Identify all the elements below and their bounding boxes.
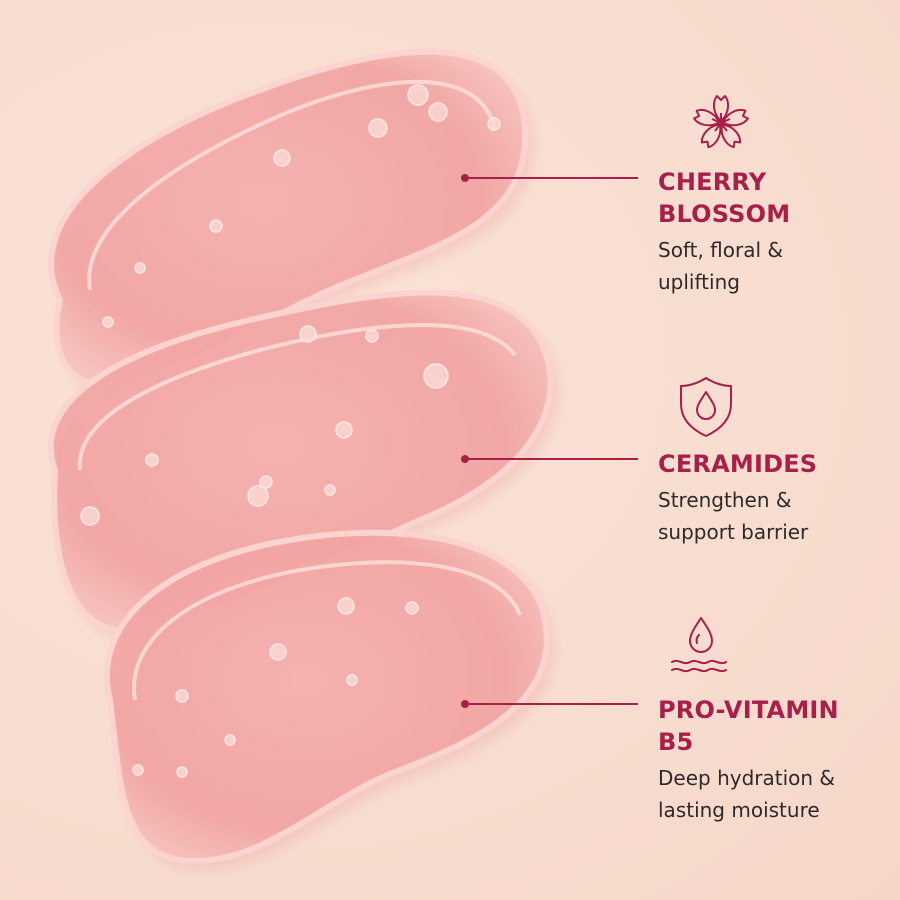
feature-description: Strengthen & support barrier (658, 488, 809, 544)
gel-swatch-top (48, 48, 534, 396)
connector-line-ceramides (468, 458, 638, 460)
droplet-waves-icon (671, 617, 727, 673)
connector-line-cherry-blossom (468, 177, 638, 179)
feature-pro-vitamin-b5: PRO-VITAMIN B5 Deep hydration & lasting … (658, 694, 878, 826)
feature-cherry-blossom: CHERRY BLOSSOM Soft, floral & uplifting (658, 166, 878, 298)
feature-description: Soft, floral & uplifting (658, 238, 783, 294)
connector-dot-ceramides (461, 455, 469, 463)
gel-swatch-bottom (103, 529, 555, 871)
feature-title: PRO-VITAMIN B5 (658, 696, 839, 756)
feature-ceramides: CERAMIDES Strengthen & support barrier (658, 448, 878, 548)
feature-description: Deep hydration & lasting moisture (658, 766, 836, 822)
connector-dot-cherry-blossom (461, 174, 469, 182)
feature-title: CERAMIDES (658, 450, 818, 478)
cherry-blossom-icon (692, 95, 750, 150)
connector-line-pro-vitamin-b5 (468, 703, 638, 705)
feature-title: CHERRY BLOSSOM (658, 168, 791, 228)
connector-dot-pro-vitamin-b5 (461, 700, 469, 708)
gel-bubbles (80, 84, 501, 778)
shield-droplet-icon (680, 377, 732, 437)
